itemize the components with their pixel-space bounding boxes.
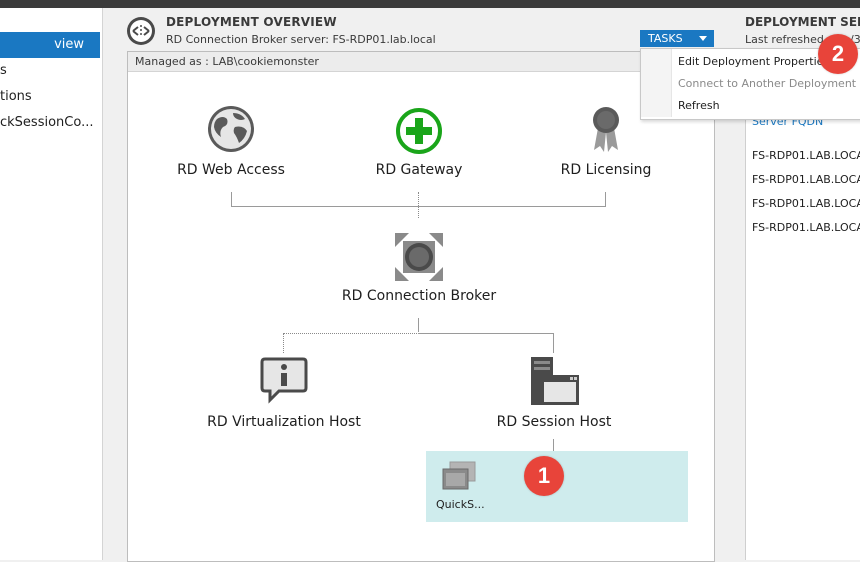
nav-item-label: s [0, 58, 7, 84]
license-ribbon-icon[interactable] [588, 104, 624, 154]
broker-server-subtitle: RD Connection Broker server: FS-RDP01.la… [166, 33, 436, 46]
chevron-down-icon [699, 36, 707, 41]
session-host-server-icon[interactable] [530, 356, 580, 406]
connection-broker-icon[interactable] [394, 232, 444, 282]
add-gateway-icon[interactable] [395, 107, 443, 155]
managed-as-bar: Managed as : LAB\cookiemonster [128, 52, 712, 72]
left-navigation: view s tions ckSessionCo... [0, 8, 103, 560]
last-refreshed-text: Last refreshed [745, 33, 824, 46]
rd-session-host-label: RD Session Host [497, 414, 612, 430]
nav-item-label: view [54, 32, 84, 58]
rd-gateway-label: RD Gateway [376, 162, 463, 178]
rd-virtualization-host-label: RD Virtualization Host [207, 414, 361, 430]
rd-web-access-label: RD Web Access [177, 162, 285, 178]
nav-item-collections[interactable]: tions [0, 84, 100, 110]
connector-dotted-line [283, 333, 419, 334]
nav-item-label: ckSessionCo... [0, 110, 93, 136]
connector-line [553, 333, 554, 353]
nav-item-overview[interactable]: view [0, 32, 100, 58]
connector-dotted-line [418, 192, 419, 218]
server-row[interactable]: FS-RDP01.LAB.LOCAL [752, 149, 860, 162]
annotation-badge-1: 1 [524, 456, 564, 496]
connector-dotted-line [283, 333, 284, 353]
tasks-button[interactable]: TASKS [640, 30, 714, 47]
window-top-bar [0, 0, 860, 8]
rd-licensing-label: RD Licensing [561, 162, 652, 178]
connector-line [418, 318, 419, 332]
menu-item-refresh[interactable]: Refresh [678, 99, 720, 112]
deployment-servers-title: DEPLOYMENT SEF [745, 15, 860, 29]
server-row[interactable]: FS-RDP01.LAB.LOCAL [752, 197, 860, 210]
connector-line [553, 439, 554, 451]
globe-icon[interactable] [207, 105, 255, 153]
nav-item-servers[interactable]: s [0, 58, 100, 84]
rd-connection-broker-label: RD Connection Broker [342, 288, 496, 304]
nav-item-quicksession-collection[interactable]: ckSessionCo... [0, 110, 100, 136]
connector-line [418, 333, 554, 334]
annotation-badge-2: 2 [818, 34, 858, 74]
menu-icon-gutter [641, 49, 672, 117]
collection-windows-icon[interactable] [442, 461, 476, 491]
collection-label[interactable]: QuickS... [436, 498, 485, 511]
last-refreshed-label: Last refreshed/3 [745, 33, 824, 46]
remote-desktop-icon [126, 16, 156, 46]
tasks-label: TASKS [648, 32, 683, 45]
section-title: DEPLOYMENT OVERVIEW [166, 15, 337, 29]
connector-line [231, 192, 232, 206]
info-host-icon[interactable] [259, 356, 309, 404]
menu-item-edit-deployment-properties[interactable]: Edit Deployment Properties [678, 55, 829, 68]
server-row[interactable]: FS-RDP01.LAB.LOCAL [752, 173, 860, 186]
server-row[interactable]: FS-RDP01.LAB.LOCAL [752, 221, 860, 234]
nav-item-label: tions [0, 84, 32, 110]
connector-line [605, 192, 606, 206]
menu-item-connect-another-deployment[interactable]: Connect to Another Deployment [678, 77, 856, 90]
